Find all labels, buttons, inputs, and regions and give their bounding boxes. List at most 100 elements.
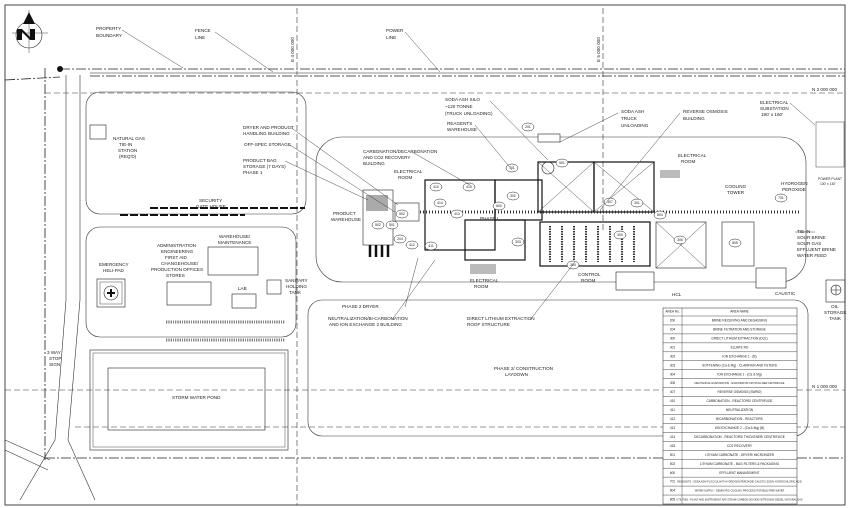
natural-gas-station [89,124,107,140]
label-storm-water-pond: STORM WATER POND [172,395,221,400]
area-tag-number: 301 [634,201,640,205]
area-tag: 502 [371,220,385,230]
legend-row: 804 WATER SUPPLY - DEMIN/ RO/ COOLING PRO… [663,485,797,493]
label-construction-laydown: PHASE 2/ CONSTRUCTION [494,366,553,371]
legend-area-no: 410 [670,399,676,403]
label-reverse-osmosis: BUILDING [683,116,705,121]
area-tag: 412 [405,240,419,250]
area-tag: 501 [555,158,569,168]
legend-area-name: BRINE FILTRATION AND STORAGE [713,328,766,332]
label-product-bag-storage: STORAGE (7 DAYS) [243,164,286,169]
area-tag: 413 [450,209,464,219]
legend-area-name: MECHANICAL EVAPORATION - EVAPORATOR CRYS… [695,382,785,385]
label-easting-5000000: E 5 000 000 [596,37,601,62]
property-boundary-line [4,76,61,81]
area-tag: 303 [511,237,525,247]
label-tie-in: EFFLUENT BRINE [797,247,836,252]
area-tag-number: 413 [454,212,460,216]
legend-row: 414 DECARBONATION - REACTORS/ THICKENER/ … [663,432,797,439]
label-stop-sign: SIGN [49,362,60,367]
label-phase-1: PHASE I [480,216,498,221]
legend-area-no: 413 [670,426,676,430]
label-neutralization-building: AND ION EXCHANGE 2 BUILDING [329,322,402,327]
legend-area-no: 804 [670,489,676,493]
label-power-line: POWER [386,28,404,33]
label-administration: PRODUCTION OFFICES [151,267,203,272]
label-hydrogen-peroxide: PEROXIDE [782,187,806,192]
label-electrical-room-ro: ROOM [681,159,695,164]
area-tag: 304 [566,260,580,270]
label-off-spec-storage: OFF-SPEC STORAGE [244,142,291,147]
legend-area-name: WATER SUPPLY - DEMIN/ RO/ COOLING PROCES… [695,490,785,493]
label-oil-storage-tank: STORAGE [824,310,846,315]
area-tag-number: 701 [509,166,515,170]
label-warehouse-maintenance: WAREHOUSE/ [219,234,251,239]
label-heli-pad: EMERGENCY [99,262,129,267]
legend-area-no: 415 [670,444,676,448]
electrical-room-ro [660,170,680,178]
area-tag-number: 805 [732,241,738,245]
legend-area-name: REAGENTS - SODA ASH/ FLOCCULANT/ HYDROGE… [677,481,802,484]
label-tie-in: WATER FEED [797,253,827,258]
storm-water-pond [107,367,266,431]
legend-area-no: 302 [670,354,676,358]
soda-ash-truck-unloading [537,133,561,143]
label-administration: CHANGEHOUSE/ [161,261,199,266]
label-warehouse-maintenance: MAINTENANCE [218,240,251,245]
label-control-room: ROOM [581,278,595,283]
parking-stalls [166,320,285,342]
administration-building [166,281,212,306]
label-administration: STORES [166,273,185,278]
area-tag-number: 600 [496,204,502,208]
legend-area-no: 304 [670,372,676,376]
area-tag-number: 304 [570,263,576,267]
area-tag-number: 415 [466,185,472,189]
label-hcl: HCL [672,292,682,297]
legend-area-name: UTILITIES - PLANT AND INSTRUMENT AIR/ ST… [676,499,803,502]
label-caustic: CAUSTIC [775,291,796,296]
label-soda-ash-silo: SODA ASH SILO [445,97,480,102]
label-carbonation-building: AND CO2 RECOVERY [363,155,410,160]
storm-water-pond-berm [92,352,286,448]
label-easting-4000000: E 4 000 000 [290,37,295,62]
area-tag: 410 [429,182,443,192]
label-hydrogen-peroxide: HYDROGEN [781,181,808,186]
label-fence-line: LINE [195,35,205,40]
label-fence-line: FENCE [195,28,211,33]
area-tag: 600 [492,201,506,211]
label-carbonation-building: BUILDING [363,161,385,166]
label-power-plant: 130' x 130' [820,182,836,186]
label-dryer-building: HANDLING BUILDING [243,131,290,136]
label-natural-gas: (REQ'D) [119,154,137,159]
legend-area-name: LITHIUM CARBONATE - BAG FILTERS & PACKAG… [700,462,780,466]
caustic-area [755,267,787,289]
area-tag-number: 804 [657,213,663,217]
label-tie-in: TIE-IN [797,229,810,234]
area-tag-number: 410 [433,185,439,189]
label-dle-roof: DIRECT LITHIUM EXTRACTION [467,316,535,321]
label-oil-storage-tank: OIL [831,304,839,309]
area-tag-number: 411 [428,244,434,248]
legend-area-name: DECARBONATION - REACTORS/ THICKENER/ CEN… [694,435,785,439]
legend-area-no: 414 [670,435,676,439]
legend-area-no: 306 [670,381,676,385]
storm-water-pond-outer [89,349,289,451]
area-tag: 805 [728,238,742,248]
legend-area-name: EFFLUENT MANAGEMENT [719,471,759,475]
label-product-bag-storage: PRODUCT BAG [243,158,277,163]
survey-marker-icon [57,66,63,72]
label-soda-ash-truck: UNLOADING [621,123,649,128]
legend-header-area-name: AREA NAME [730,310,749,314]
admin-lot [85,226,297,338]
